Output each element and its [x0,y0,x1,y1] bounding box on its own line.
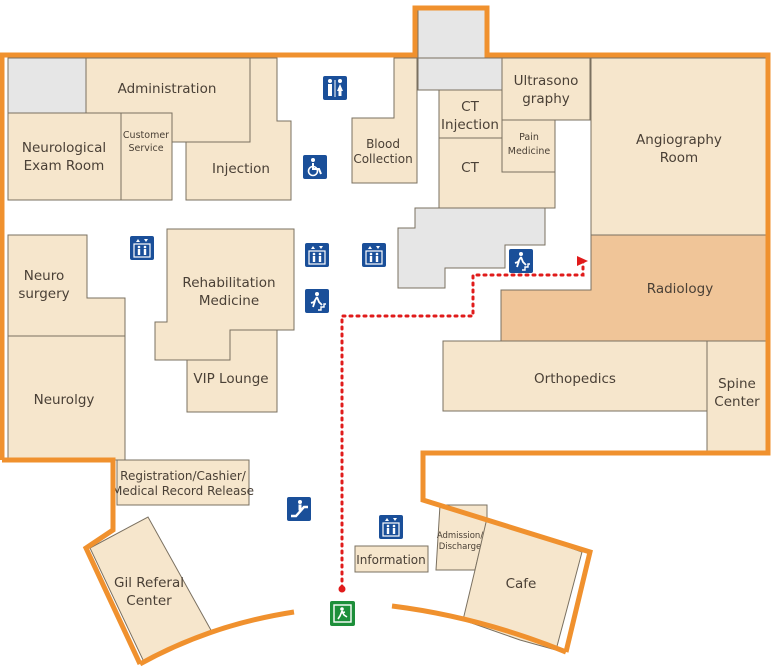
elevator-icon [130,236,154,260]
restroom-icon [323,76,347,100]
room-rehabilitation-medicine[interactable]: Rehabilitation Medicine [154,228,295,361]
wheelchair-icon [303,155,327,179]
ct-injection-label-2: Injection [441,117,499,133]
room-registration[interactable]: Registration/Cashier/ Medical Record Rel… [112,459,254,506]
room-pain-medicine[interactable]: Pain Medicine [501,119,556,173]
radiology-label: Radiology [647,281,714,297]
injection-label: Injection [212,161,270,177]
angiography-label-1: Angiography [636,132,722,148]
customer-service-label-1: Customer [123,130,169,141]
room-customer-service[interactable]: Customer Service [120,112,173,201]
escalator-icon [287,497,311,521]
room-neurology[interactable]: Neurolgy [7,335,126,461]
grey-area-core [417,57,503,91]
room-neurological-exam[interactable]: Neurological Exam Room [7,112,122,201]
administration-label: Administration [118,81,217,97]
ct-label: CT [461,160,479,176]
room-injection[interactable]: Injection [185,57,292,201]
neurology-label: Neurolgy [34,392,95,408]
room-spine-center[interactable]: Spine Center [706,340,768,454]
neurosurgery-label-1: Neuro [24,268,64,284]
room-cafe[interactable]: Cafe [462,517,583,651]
ultrasonography-label-1: Ultrasono [514,73,579,89]
stairs-icon [305,289,329,313]
route-arrow-head [577,256,588,266]
neurological-exam-label-1: Neurological [22,140,106,156]
ultrasonography-label-2: graphy [522,91,570,107]
registration-label-2: Medical Record Release [112,484,254,498]
spine-center-label-2: Center [714,394,760,410]
vip-lounge-label: VIP Lounge [193,371,268,387]
route-start-dot [338,585,346,593]
admission-label-2: Discharge [439,542,482,552]
pain-medicine-label-2: Medicine [508,146,551,157]
blood-collection-label-2: Collection [353,152,412,166]
stairs-icon [509,249,533,273]
cafe-label: Cafe [506,576,537,592]
neurological-exam-label-2: Exam Room [24,158,105,174]
room-vip-lounge[interactable]: VIP Lounge [186,329,278,413]
elevator-icon [305,243,329,267]
rehabilitation-label-2: Medicine [199,293,259,309]
gil-referal-label-1: Gil Referal [114,575,184,591]
entrance-arc-left [138,609,295,667]
room-information[interactable]: Information [354,545,429,573]
pain-medicine-label-1: Pain [519,132,539,143]
building-wall-main [0,5,771,653]
elevator-icon [362,243,386,267]
room-angiography[interactable]: Angiography Room [590,57,768,236]
customer-service-label-2: Service [128,143,163,154]
elevator-icon [379,515,403,539]
ct-injection-label-1: CT [461,99,479,115]
gil-referal-label-2: Center [126,593,172,609]
room-radiology[interactable]: Radiology [500,234,768,342]
admission-label-1: Admission/ [437,531,484,541]
room-blood-collection[interactable]: Blood Collection [351,57,418,184]
route-to-radiology [340,259,585,590]
grey-area-stairwell [397,207,546,289]
exit-icon [330,601,355,626]
room-ultrasonography[interactable]: Ultrasono graphy [501,57,591,121]
room-neurosurgery[interactable]: Neuro surgery [7,234,126,337]
rehabilitation-label-1: Rehabilitation [182,275,275,291]
registration-label-1: Registration/Cashier/ [120,469,247,483]
room-ct-injection[interactable]: CT Injection [438,89,503,139]
angiography-label-2: Room [660,150,698,166]
building-wall-southwest [2,457,143,666]
spine-center-label-1: Spine [718,376,756,392]
blood-collection-label-1: Blood [366,137,400,151]
grey-area-top-left [7,57,87,114]
neurosurgery-label-2: surgery [18,286,69,302]
room-orthopedics[interactable]: Orthopedics [442,340,708,412]
information-label: Information [356,553,425,567]
entrance-arc-right [391,603,567,655]
orthopedics-label: Orthopedics [534,371,616,387]
